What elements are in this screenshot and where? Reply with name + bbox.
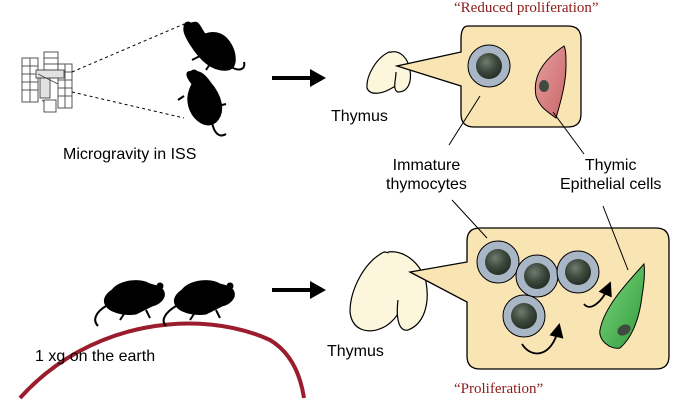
transition-arrow <box>272 281 326 299</box>
view-lines <box>71 23 185 119</box>
top-outcome-label: “Reduced proliferation” <box>454 0 599 16</box>
proliferation-arrow <box>583 281 612 308</box>
proliferation-arrow <box>521 322 564 355</box>
top-thymus-label: Thymus <box>331 108 388 125</box>
floating-mouse-icon <box>177 69 227 137</box>
epithelial-cells-label: Thymic Epithelial cells <box>560 156 661 194</box>
pointer-line-thymocyte <box>448 95 481 146</box>
top-condition-label: Microgravity in ISS <box>63 146 197 163</box>
immature-label-line1: Immature <box>392 157 461 174</box>
bottom-outcome-label: “Proliferation” <box>454 381 544 397</box>
bottom-condition-label: 1 xg on the earth <box>35 348 156 365</box>
thymus-icon <box>349 251 428 332</box>
immature-thymocyte-cell <box>515 254 559 298</box>
earth-mouse-icon <box>162 280 235 327</box>
transition-arrow <box>272 69 326 87</box>
immature-thymocyte-cell <box>476 240 520 284</box>
pointer-line-thymocyte <box>451 199 488 239</box>
earth-arc <box>18 321 306 400</box>
immature-thymocyte-cell <box>502 294 546 338</box>
epithelial-label-line1: Thymic <box>584 157 637 174</box>
immature-label-line2: thymocytes <box>386 176 467 193</box>
immature-thymocyte-cell <box>467 44 511 88</box>
bottom-thymus-label: Thymus <box>327 343 384 360</box>
immature-thymocytes-label: Immature thymocytes <box>386 156 467 194</box>
pointer-line-epithelial <box>602 205 629 271</box>
epithelial-cell-reduced <box>534 45 567 119</box>
pointer-line-epithelial <box>552 111 585 155</box>
epithelial-label-line2: Epithelial cells <box>560 176 662 193</box>
iss-station-icon <box>21 51 73 113</box>
floating-mouse-icon <box>183 21 246 71</box>
thymus-icon <box>366 51 412 94</box>
immature-thymocyte-cell <box>556 250 600 294</box>
earth-mouse-icon <box>94 280 165 327</box>
epithelial-cell-active <box>599 262 645 349</box>
